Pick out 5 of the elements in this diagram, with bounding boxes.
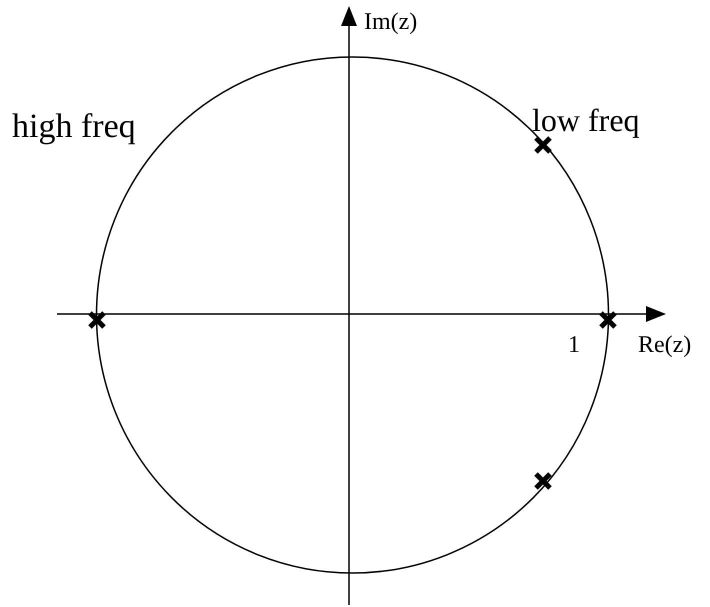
axis-label: Im(z) [364, 10, 418, 34]
region-label: high freq [12, 110, 136, 144]
axis-label: Re(z) [638, 333, 692, 357]
tick-label: 1 [568, 333, 580, 357]
region-label: low freq [532, 104, 640, 136]
